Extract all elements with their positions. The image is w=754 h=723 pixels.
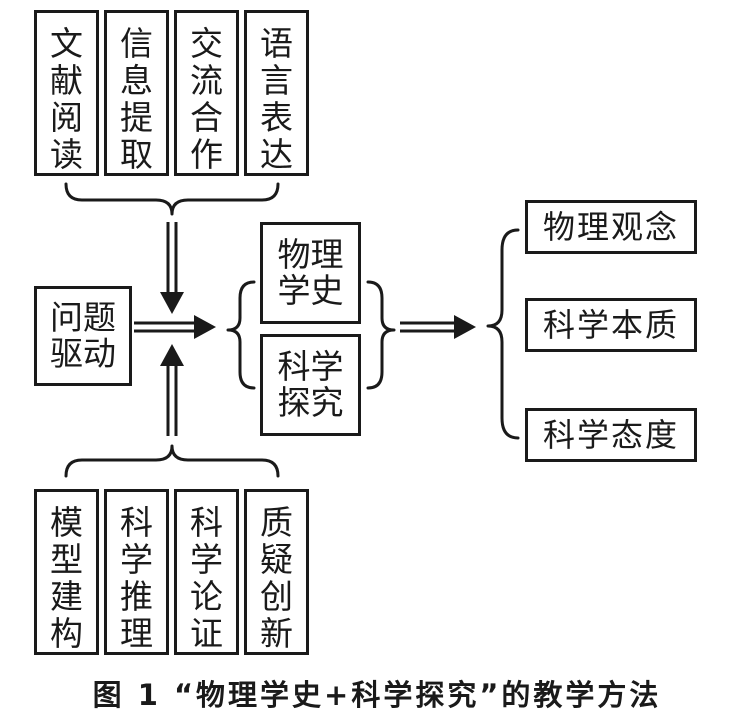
bottom-skill-box-3: 科 学 论 证: [174, 489, 239, 655]
outcome-label: 科学本质: [542, 306, 679, 344]
driver-box: 问题 驱动: [34, 286, 132, 386]
center-left-brace: [226, 280, 256, 390]
arrow-down-head: [160, 292, 184, 314]
arrow-right-outcome: [400, 321, 458, 333]
center-label: 物理 学史: [277, 235, 344, 310]
outcome-brace: [486, 228, 520, 440]
driver-label: 问题 驱动: [50, 298, 116, 373]
top-skill-box-2: 信 息 提 取: [104, 10, 169, 176]
arrow-right-driver: [134, 321, 198, 333]
top-skill-box-3: 交 流 合 作: [174, 10, 239, 176]
outcome-label: 物理观念: [542, 208, 679, 246]
top-skill-label: 语 言 表 达: [260, 24, 293, 174]
bottom-skill-box-4: 质 疑 创 新: [244, 489, 309, 655]
top-skill-label: 交 流 合 作: [190, 24, 223, 174]
arrow-up: [166, 362, 178, 436]
center-box-inquiry: 科学 探究: [260, 334, 361, 436]
center-box-history: 物理 学史: [260, 222, 361, 324]
top-skill-box-1: 文 献 阅 读: [34, 10, 99, 176]
top-skill-box-4: 语 言 表 达: [244, 10, 309, 176]
bottom-skill-label: 质 疑 创 新: [260, 503, 293, 653]
bottom-skill-box-1: 模 型 建 构: [34, 489, 99, 655]
bottom-skill-label: 模 型 建 构: [50, 503, 83, 653]
arrow-up-head: [160, 344, 184, 366]
top-brace: [64, 182, 280, 216]
top-skill-label: 文 献 阅 读: [50, 24, 83, 174]
arrow-right-driver-head: [194, 315, 216, 339]
bottom-skill-label: 科 学 论 证: [190, 503, 223, 653]
outcome-box-1: 物理观念: [525, 200, 697, 254]
teaching-method-diagram: 文 献 阅 读 信 息 提 取 交 流 合 作 语 言 表 达 问题 驱动 物理…: [34, 10, 697, 655]
center-label: 科学 探究: [277, 347, 344, 422]
figure-caption: 图 1 “物理学史+科学探究”的教学方法: [92, 678, 662, 712]
arrow-down: [166, 222, 178, 296]
outcome-box-2: 科学本质: [525, 298, 697, 352]
center-right-brace: [366, 280, 396, 390]
top-skill-label: 信 息 提 取: [120, 24, 153, 174]
bottom-brace: [64, 444, 280, 478]
arrow-right-outcome-head: [454, 315, 476, 339]
connector-layer: [64, 182, 520, 478]
bottom-skill-box-2: 科 学 推 理: [104, 489, 169, 655]
bottom-skill-label: 科 学 推 理: [120, 503, 153, 653]
outcome-box-3: 科学态度: [525, 408, 697, 462]
outcome-label: 科学态度: [542, 416, 679, 454]
